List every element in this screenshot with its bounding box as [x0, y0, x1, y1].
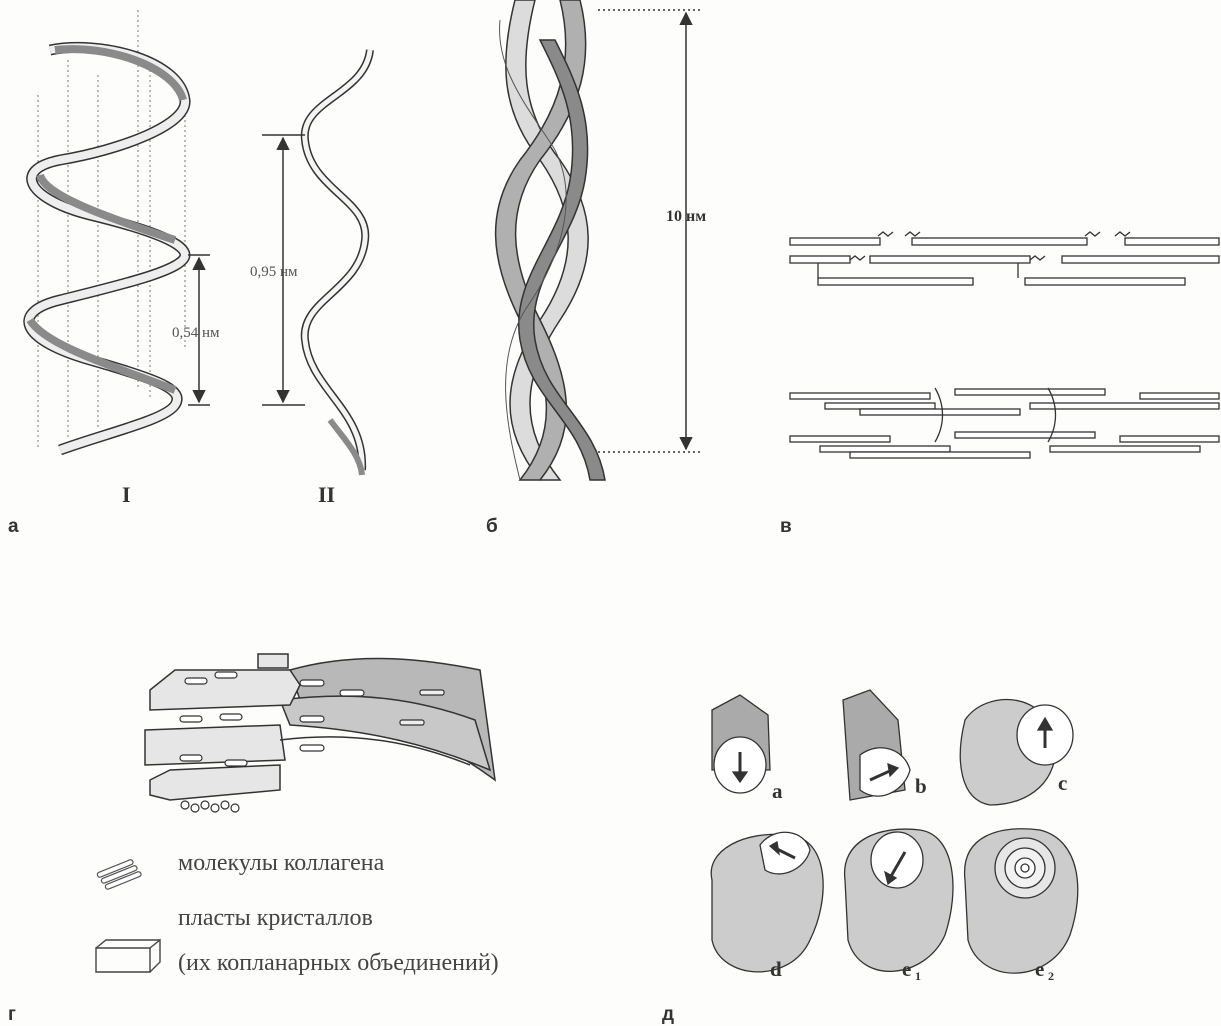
helix-II-label: II [318, 482, 335, 507]
dim-10nm [598, 10, 700, 452]
helix-I [29, 47, 185, 450]
spiral-label-e2-index: 2 [1048, 969, 1054, 983]
spiral-e2 [965, 829, 1078, 973]
spiral-label-e1-index: 1 [915, 969, 921, 983]
spiral-label-a: a [772, 779, 783, 803]
panel-d [711, 690, 1078, 973]
panel-g-letter: г [8, 1004, 16, 1025]
spiral-label-d: d [770, 957, 782, 981]
panel-a-letter: а [8, 516, 19, 537]
spiral-b [843, 690, 910, 800]
spiral-label-c: c [1058, 771, 1067, 795]
legend-plates-line1: пласты кристаллов [178, 905, 373, 931]
dim-10nm-label: 10 нм [666, 208, 706, 225]
helix-II [305, 50, 370, 475]
spiral-label-e2: e [1035, 957, 1044, 981]
panel-b: 10 нм б [486, 0, 706, 537]
spiral-a [712, 695, 770, 793]
panel-v [790, 232, 1219, 458]
legend-plates-icon [96, 940, 160, 972]
dim-095-label: 0,95 нм [250, 264, 298, 280]
spiral-c [960, 700, 1073, 805]
triple-helix [496, 0, 605, 480]
helix-I-label: I [122, 482, 131, 507]
strands-top [790, 232, 1219, 285]
panel-a: 0,54 нм 0,95 нм I II а [8, 10, 370, 537]
spiral-label-b: b [915, 774, 927, 798]
panel-g: молекулы коллагена пласты кристаллов (их… [8, 654, 499, 1025]
legend-plates-line2: (их копланарных объединений) [178, 950, 499, 976]
crystal-plates [145, 654, 495, 800]
spiral-d [711, 832, 823, 972]
spiral-label-e1: e [902, 957, 911, 981]
strands-bottom [790, 388, 1219, 458]
dim-054-label: 0,54 нм [172, 325, 220, 341]
legend-molecules-icon [97, 859, 142, 890]
panel-v-letter: в [780, 516, 792, 537]
panel-d-letter: д [662, 1004, 674, 1025]
panel-b-letter: б [486, 516, 498, 537]
spiral-e1 [845, 829, 953, 971]
legend-molecules-label: молекулы коллагена [178, 850, 385, 876]
